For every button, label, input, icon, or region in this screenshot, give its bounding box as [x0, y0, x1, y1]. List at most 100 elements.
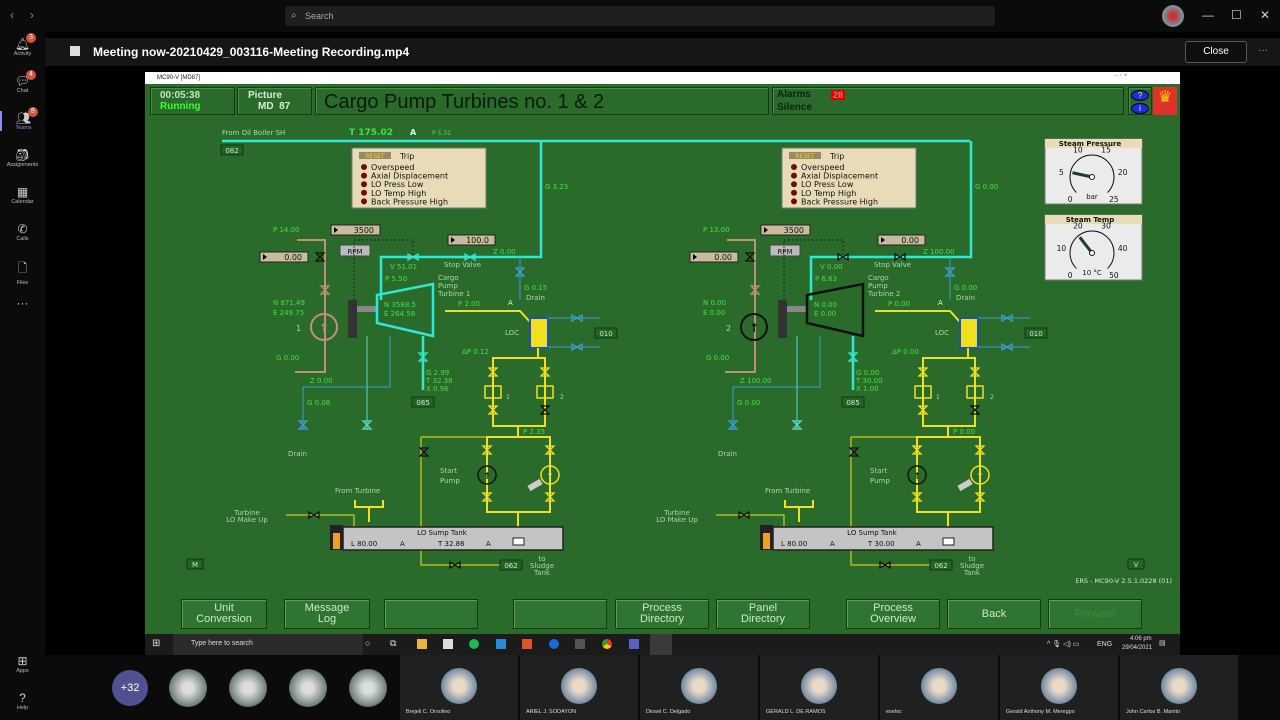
forward-button[interactable]: Forward — [1048, 599, 1142, 629]
picture-label: Picture — [248, 90, 282, 101]
participant-video — [349, 669, 387, 707]
app-icon[interactable] — [575, 639, 585, 649]
participant-tile[interactable]: Gerald Anthony M. Meregpo — [1000, 655, 1118, 720]
participant-tile[interactable]: GERALD L. DE RAMOS — [760, 655, 878, 720]
task-view-icon[interactable]: ⧉ — [390, 638, 397, 648]
help-icon: ? — [19, 691, 26, 705]
user-avatar[interactable] — [1162, 5, 1184, 27]
simulator-window: MC90-V [MD87] – ▫ × 00:05:38 Running Pic… — [145, 72, 1180, 634]
blank-button-2[interactable] — [513, 599, 607, 629]
clock-time: 4:06 pm — [1130, 636, 1152, 642]
participant-tile[interactable]: eseloc — [880, 655, 998, 720]
sim-time: 00:05:38 — [160, 90, 201, 101]
rail-item-calendar[interactable]: ▦Calendar — [0, 185, 45, 205]
rail-item-calls[interactable]: ✆Calls — [0, 222, 45, 242]
notifications-icon[interactable]: ▤ — [1159, 640, 1166, 647]
participant-name: GERALD L. DE RAMOS — [766, 709, 826, 715]
rail-label: Apps — [16, 668, 29, 674]
app-icon[interactable] — [549, 639, 559, 649]
page-title: Cargo Pump Turbines no. 1 & 2 — [324, 91, 605, 113]
phone-icon: ✆ — [17, 222, 28, 236]
chrome-icon[interactable] — [602, 639, 612, 649]
rail-item-teams[interactable]: 👥︎Teams 8 — [0, 107, 45, 131]
help-icon[interactable]: ? — [1131, 90, 1149, 101]
language-indicator[interactable]: ENG — [1097, 641, 1113, 648]
participant-avatar — [681, 668, 717, 704]
forward-arrow-icon[interactable]: › — [30, 8, 34, 22]
minimize-icon[interactable]: — — [1202, 8, 1214, 22]
tray-icons[interactable]: ^ 🎙 ◁) ▭ — [1047, 641, 1080, 648]
blank-button-1[interactable] — [384, 599, 478, 629]
participant-avatar — [1041, 668, 1077, 704]
backpack-icon: 🎒︎ — [14, 148, 31, 162]
button-label: Back — [981, 607, 1007, 620]
apps-icon: ⊞ — [17, 654, 28, 668]
cortana-icon[interactable]: ○ — [365, 638, 371, 648]
notification-badge: 8 — [28, 107, 38, 117]
info-icon[interactable]: i — [1131, 103, 1149, 114]
chat-icon: 💬︎ — [14, 74, 31, 88]
participant-avatar — [561, 668, 597, 704]
rail-label: Activity — [13, 51, 32, 57]
overflow-participants-button[interactable]: +32 — [112, 670, 148, 706]
back-arrow-icon[interactable]: ‹ — [10, 8, 14, 22]
rail-label: Teams — [15, 125, 32, 131]
process-overview-button[interactable]: Process Overview — [846, 599, 940, 629]
rail-item-assignments[interactable]: 🎒︎Assignments — [0, 148, 45, 168]
participant-tile[interactable]: ARIEL J. SODAYON — [520, 655, 638, 720]
participant-tile[interactable]: Diosel C. Delgado — [640, 655, 758, 720]
participant-avatar — [441, 668, 477, 704]
windows-start-icon[interactable]: ⊞ — [152, 638, 161, 649]
meeting-title: Meeting now-20210429_003116-Meeting Reco… — [93, 45, 410, 59]
unit-conversion-button[interactable]: Unit Conversion — [181, 599, 267, 629]
meeting-header: Meeting now-20210429_003116-Meeting Reco… — [45, 38, 1280, 66]
office-icon[interactable] — [522, 639, 532, 649]
participant-name: Diosel C. Delgado — [646, 709, 691, 715]
participant-name: eseloc — [886, 709, 902, 715]
simulator-taskbar-icon[interactable] — [650, 634, 672, 655]
search-input[interactable]: ⌕Search — [285, 6, 995, 26]
taskbar-search-input[interactable]: Type here to search — [173, 634, 363, 655]
participant-tile[interactable]: John Carlos B. Manito — [1120, 655, 1238, 720]
rail-item-[interactable]: ··· — [0, 296, 45, 310]
rail-label: Help — [16, 705, 29, 711]
store-icon[interactable] — [443, 639, 453, 649]
rail-item-help[interactable]: ?Help — [0, 691, 45, 711]
close-window-icon[interactable]: ✕ — [1260, 8, 1271, 22]
participant-video — [289, 669, 327, 707]
teams-taskbar-icon[interactable] — [629, 639, 639, 649]
participant-avatar — [801, 668, 837, 704]
rail-label: Calendar — [11, 199, 34, 205]
app-icon[interactable] — [496, 639, 506, 649]
back-button[interactable]: Back — [947, 599, 1041, 629]
process-directory-button[interactable]: Process Directory — [615, 599, 709, 629]
button-label: Forward — [1074, 607, 1116, 620]
participant-tile[interactable]: Brejeli C. Orsolino — [400, 655, 518, 720]
rail-item-files[interactable]: 🗋Files — [0, 259, 45, 286]
more-options-icon[interactable]: ··· — [1258, 45, 1268, 56]
close-button[interactable]: Close — [1185, 41, 1247, 63]
button-label: Message Log — [304, 602, 350, 625]
video-file-icon — [70, 46, 80, 56]
window-controls-icon[interactable]: – ▫ × — [1115, 73, 1128, 79]
spotify-icon[interactable] — [469, 639, 479, 649]
panel-directory-button[interactable]: Panel Directory — [716, 599, 810, 629]
rail-item-apps[interactable]: ⊞Apps — [0, 654, 45, 674]
rail-label: Files — [16, 280, 29, 286]
file-explorer-icon[interactable] — [417, 639, 427, 649]
bell-icon: 🔔︎ — [14, 37, 31, 51]
page-title-box: Cargo Pump Turbines no. 1 & 2 — [315, 87, 769, 115]
teams-icon: 👥︎ — [15, 111, 32, 125]
sim-clock-box: 00:05:38 Running — [150, 87, 235, 115]
participant-video — [229, 669, 267, 707]
participant-name: Gerald Anthony M. Meregpo — [1006, 709, 1075, 715]
alarms-button[interactable]: Alarms — [777, 89, 811, 100]
silence-button[interactable]: Silence — [777, 102, 813, 113]
maximize-icon[interactable]: ☐ — [1231, 8, 1242, 22]
alarm-count-badge: 28 — [831, 90, 846, 100]
message-log-button[interactable]: Message Log — [284, 599, 370, 629]
rail-label: Chat — [16, 88, 29, 94]
